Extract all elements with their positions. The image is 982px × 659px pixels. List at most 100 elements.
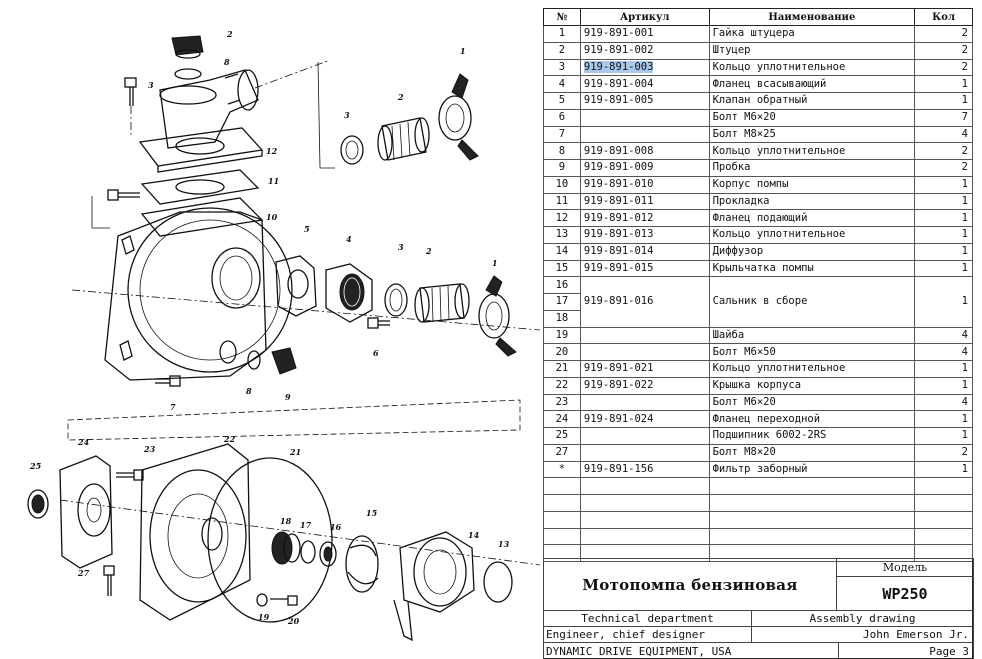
row-qty: 4	[914, 343, 973, 361]
callout-19: 19	[258, 612, 270, 622]
callout-24: 24	[77, 437, 90, 447]
header-article: Артикул	[579, 8, 710, 26]
row-name: Болт М6×50	[708, 343, 916, 361]
row-name: Сальник в сборе	[708, 276, 916, 328]
empty-cell	[708, 494, 916, 512]
row-number: 22	[543, 376, 581, 395]
callout-17: 17	[300, 520, 312, 530]
row-qty: 1	[914, 209, 973, 227]
row-number: 19	[543, 326, 581, 345]
row-qty: 2	[914, 443, 973, 462]
row-number: 18	[543, 309, 581, 328]
row-article: 919-891-022	[579, 376, 710, 395]
callout-labels: 2 8 3 1 2 3 12 11 10 5 4 3 2 1 6 8 9 7 2…	[29, 29, 510, 626]
row-article: 919-891-005	[579, 92, 710, 110]
row-name: Фланец всасывающий	[708, 75, 916, 93]
empty-cell	[579, 510, 710, 529]
row-number: 27	[543, 443, 581, 462]
row-name: Фланец подающий	[708, 209, 916, 227]
callout-27: 27	[77, 568, 90, 578]
callout-3: 3	[344, 110, 350, 120]
row-number: 7	[543, 125, 581, 144]
selected-article-text[interactable]: 919-891-003	[583, 60, 654, 73]
row-number: 23	[543, 393, 581, 412]
row-article: 919-891-011	[579, 192, 710, 211]
row-qty: 1	[914, 192, 973, 211]
row-number: 25	[543, 427, 581, 445]
row-name: Кольцо уплотнительное	[708, 58, 916, 77]
callout-23: 23	[143, 444, 156, 454]
empty-table-row	[543, 544, 973, 562]
header-name: Наименование	[708, 8, 916, 26]
row-number: 16	[543, 276, 581, 294]
row-name: Штуцер	[708, 41, 916, 60]
callout-15: 15	[366, 508, 378, 518]
row-number: *	[543, 460, 581, 479]
callout-21: 21	[289, 447, 301, 457]
row-article	[579, 125, 710, 144]
callout-22: 22	[223, 434, 236, 444]
callout-1b: 1	[492, 258, 498, 268]
row-name: Фланец переходной	[708, 410, 916, 428]
row-number: 9	[543, 159, 581, 177]
row-number: 6	[543, 108, 581, 127]
row-name: Крышка корпуса	[708, 376, 916, 395]
title-block: Мотопомпа бензиновая Модель WP250 Techni…	[543, 558, 974, 659]
row-article: 919-891-001	[579, 25, 710, 43]
model-label: Модель	[836, 558, 974, 577]
row-article	[579, 427, 710, 445]
row-name: Клапан обратный	[708, 92, 916, 110]
empty-cell	[543, 510, 581, 529]
row-qty: 1	[914, 259, 973, 278]
empty-cell	[579, 527, 710, 546]
empty-table-row	[543, 527, 973, 546]
row-article: 919-891-010	[579, 175, 710, 194]
row-qty: 1	[914, 427, 973, 445]
row-qty: 4	[914, 326, 973, 345]
row-article: 919-891-015	[579, 259, 710, 278]
header-qty: Кол	[914, 8, 973, 26]
empty-cell	[579, 477, 710, 495]
row-number: 3	[543, 58, 581, 77]
row-qty: 7	[914, 108, 973, 127]
row-number: 20	[543, 343, 581, 361]
row-number: 10	[543, 175, 581, 194]
row-name: Гайка штуцера	[708, 25, 916, 43]
pump-body	[71, 207, 541, 387]
row-qty: 2	[914, 25, 973, 43]
drawing-type: Assembly drawing	[751, 610, 974, 627]
row-article	[579, 343, 710, 361]
row-article: 919-891-004	[579, 75, 710, 93]
row-number: 1	[543, 25, 581, 43]
callout-6b: 6	[373, 348, 379, 358]
row-article: 919-891-008	[579, 142, 710, 160]
row-article	[579, 326, 710, 345]
row-number: 15	[543, 259, 581, 278]
row-qty: 1	[914, 410, 973, 428]
header-no: №	[543, 8, 581, 26]
row-number: 13	[543, 226, 581, 244]
callout-11: 11	[268, 176, 279, 186]
row-qty: 1	[914, 226, 973, 244]
callout-13: 13	[498, 539, 510, 549]
row-qty: 4	[914, 125, 973, 144]
table-row: 18	[543, 309, 973, 328]
row-article: 919-891-024	[579, 410, 710, 428]
row-qty: 1	[914, 276, 973, 328]
